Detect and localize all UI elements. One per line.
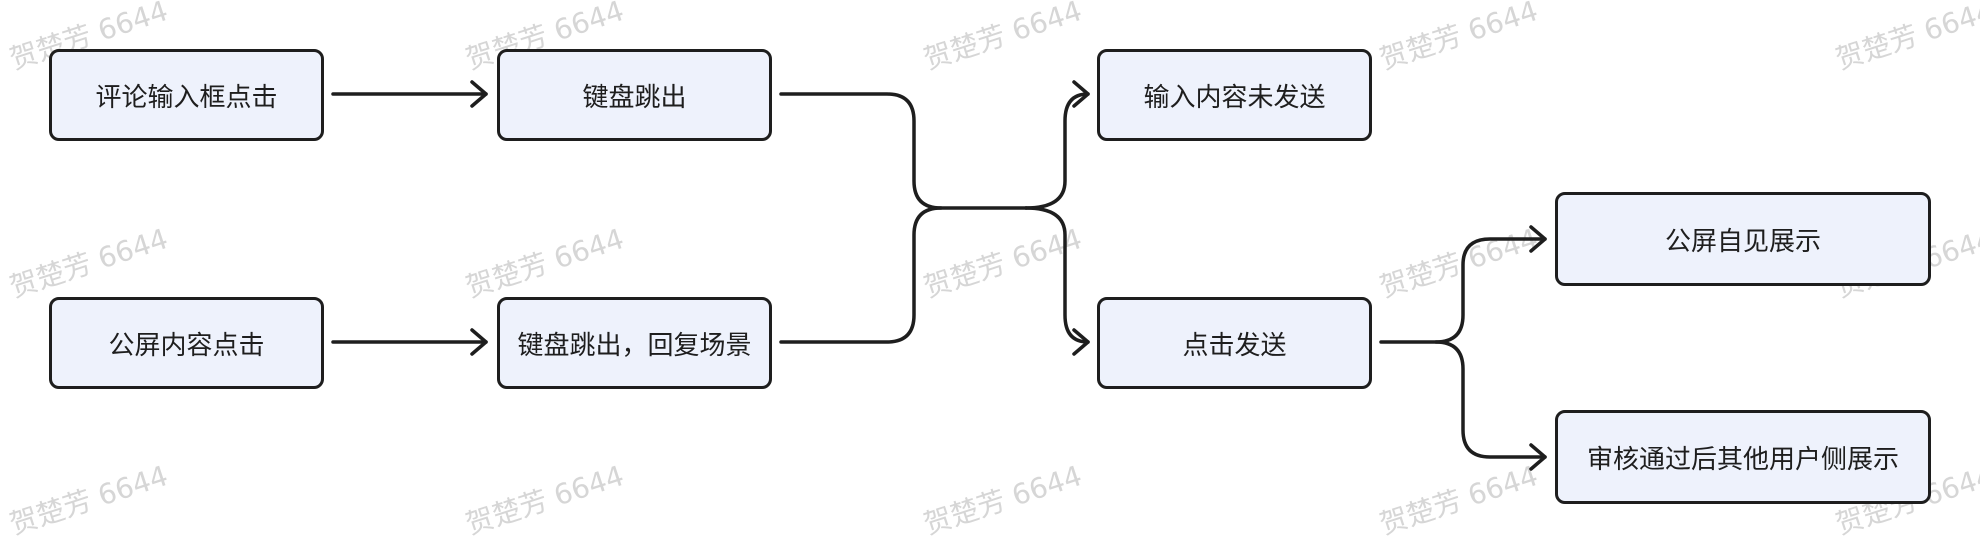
node-public-screen-click: 公屏内容点击 bbox=[49, 297, 324, 389]
arrowhead bbox=[1072, 80, 1090, 108]
arrowhead bbox=[470, 80, 488, 108]
arrowhead bbox=[1529, 443, 1547, 471]
connector-send-to-self-visible bbox=[1379, 237, 1547, 344]
node-review-passed-others: 审核通过后其他用户侧展示 bbox=[1555, 410, 1931, 504]
connector-keyboard-reply-to-merge bbox=[779, 206, 943, 344]
connector-keyboard-to-merge bbox=[779, 92, 1028, 210]
node-click-send: 点击发送 bbox=[1097, 297, 1372, 389]
node-public-self-visible: 公屏自见展示 bbox=[1555, 192, 1931, 286]
connector-merge-to-send bbox=[1024, 206, 1090, 344]
arrowhead bbox=[470, 328, 488, 356]
node-keyboard-popup: 键盘跳出 bbox=[497, 49, 772, 141]
node-comment-input-click: 评论输入框点击 bbox=[49, 49, 324, 141]
connector-merge-to-not-sent bbox=[1024, 92, 1090, 210]
node-input-not-sent: 输入内容未发送 bbox=[1097, 49, 1372, 141]
arrowhead bbox=[1529, 225, 1547, 253]
arrowhead bbox=[1072, 328, 1090, 356]
node-keyboard-popup-reply: 键盘跳出，回复场景 bbox=[497, 297, 772, 389]
connector-send-to-review bbox=[1434, 340, 1547, 459]
